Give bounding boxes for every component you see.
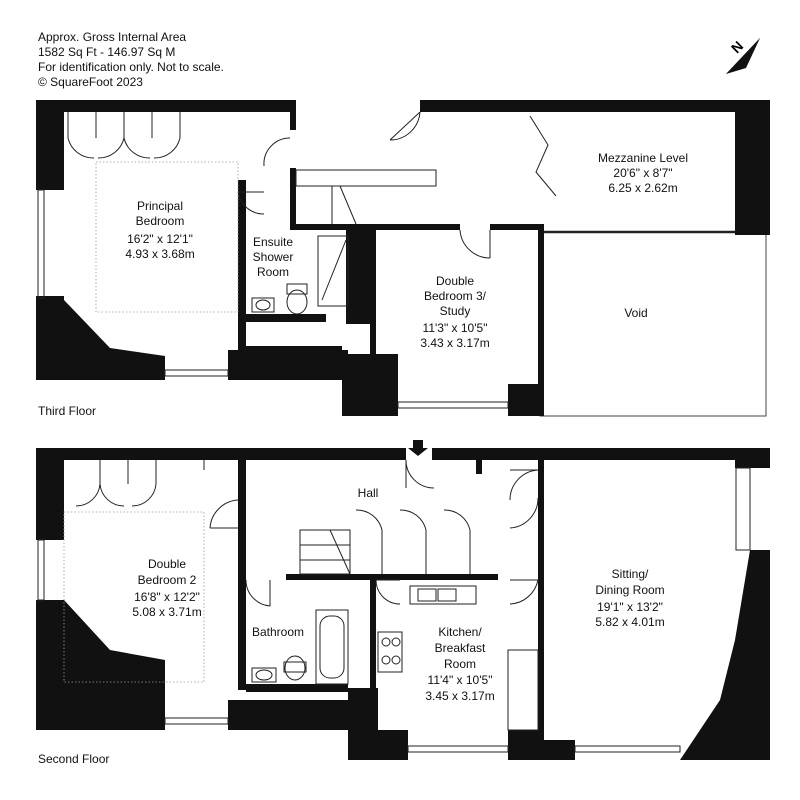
ensuite-label-1: Ensuite	[253, 235, 293, 249]
svg-text:Bedroom: Bedroom	[136, 214, 185, 228]
gross-area-value: 1582 Sq Ft - 146.97 Sq M	[38, 45, 176, 59]
second-floor: Hall Double Bedroom 2 16'8" x 12'2" 5.08…	[36, 440, 770, 766]
principal-bedroom-label-2: Bedroom	[136, 214, 185, 228]
svg-text:Bedroom 2: Bedroom 2	[138, 573, 197, 587]
ensuite-label-3: Room	[257, 265, 289, 279]
svg-text:16'2" x 12'1": 16'2" x 12'1"	[127, 232, 193, 246]
principal-bedroom-imperial: 16'2" x 12'1"	[127, 232, 193, 246]
header-block: Approx. Gross Internal Area 1582 Sq Ft -…	[38, 30, 224, 90]
svg-text:Hall: Hall	[358, 486, 379, 500]
kitchen-metric: 3.45 x 3.17m	[425, 689, 494, 703]
bathroom-label: Bathroom	[252, 625, 304, 639]
bedroom2-imperial: 16'8" x 12'2"	[134, 590, 200, 604]
svg-text:Study: Study	[440, 304, 471, 318]
entrance-arrow-icon	[408, 440, 428, 456]
sitting-label-1: Sitting/	[612, 567, 649, 581]
copyright-text: © SquareFoot 2023	[38, 75, 143, 89]
mezzanine-imperial: 20'6" x 8'7"	[613, 166, 672, 180]
svg-text:Kitchen/: Kitchen/	[438, 625, 482, 639]
bedroom3-imperial: 11'3" x 10'5"	[423, 321, 488, 335]
mezzanine-metric: 6.25 x 2.62m	[608, 181, 677, 195]
disclaimer-text: For identification only. Not to scale.	[38, 60, 224, 74]
void-label: Void	[624, 306, 647, 320]
svg-text:Room: Room	[257, 265, 289, 279]
svg-text:11'3" x 10'5": 11'3" x 10'5"	[423, 321, 488, 335]
gross-area-label: Approx. Gross Internal Area	[38, 30, 187, 44]
second-floor-label: Second Floor	[38, 752, 109, 766]
svg-text:6.25 x 2.62m: 6.25 x 2.62m	[608, 181, 677, 195]
svg-text:Breakfast: Breakfast	[435, 641, 486, 655]
svg-text:Double: Double	[436, 274, 474, 288]
svg-text:16'8" x 12'2": 16'8" x 12'2"	[134, 590, 200, 604]
north-arrow-icon: N	[726, 38, 760, 74]
svg-text:Sitting/: Sitting/	[612, 567, 649, 581]
svg-text:11'4" x 10'5": 11'4" x 10'5"	[428, 673, 493, 687]
principal-bedroom-label: Principal	[137, 199, 183, 213]
svg-text:5.08 x 3.71m: 5.08 x 3.71m	[132, 605, 201, 619]
svg-text:Shower: Shower	[253, 250, 294, 264]
svg-text:Bedroom 3/: Bedroom 3/	[424, 289, 487, 303]
sitting-metric: 5.82 x 4.01m	[595, 615, 664, 629]
svg-text:Ensuite: Ensuite	[253, 235, 293, 249]
mezzanine-label: Mezzanine Level	[598, 151, 688, 165]
kitchen-imperial: 11'4" x 10'5"	[428, 673, 493, 687]
kitchen-label-1: Kitchen/	[438, 625, 482, 639]
bedroom3-label-1: Double	[436, 274, 474, 288]
svg-text:5.82 x 4.01m: 5.82 x 4.01m	[595, 615, 664, 629]
ensuite-label-2: Shower	[253, 250, 294, 264]
bedroom2-metric: 5.08 x 3.71m	[132, 605, 201, 619]
svg-text:20'6" x 8'7": 20'6" x 8'7"	[613, 166, 672, 180]
svg-text:Mezzanine Level: Mezzanine Level	[598, 151, 688, 165]
svg-text:3.43 x 3.17m: 3.43 x 3.17m	[420, 336, 489, 350]
principal-bedroom-metric: 4.93 x 3.68m	[125, 247, 194, 261]
kitchen-label-2: Breakfast	[435, 641, 486, 655]
bedroom2-label-2: Bedroom 2	[138, 573, 197, 587]
svg-text:3.45 x 3.17m: 3.45 x 3.17m	[425, 689, 494, 703]
void-area	[539, 231, 767, 417]
kitchen-label-3: Room	[444, 657, 476, 671]
bedroom3-metric: 3.43 x 3.17m	[420, 336, 489, 350]
svg-text:19'1" x 13'2": 19'1" x 13'2"	[597, 600, 663, 614]
compass-letter: N	[728, 38, 746, 56]
bedroom3-label-2: Bedroom 3/	[424, 289, 487, 303]
svg-text:Void: Void	[624, 306, 647, 320]
third-floor: Principal Bedroom 16'2" x 12'1" 4.93 x 3…	[36, 100, 770, 418]
svg-text:Double: Double	[148, 557, 186, 571]
sitting-imperial: 19'1" x 13'2"	[597, 600, 663, 614]
svg-text:4.93 x 3.68m: 4.93 x 3.68m	[125, 247, 194, 261]
svg-text:Dining Room: Dining Room	[595, 583, 664, 597]
bedroom2-label-1: Double	[148, 557, 186, 571]
hall-label: Hall	[358, 486, 379, 500]
bedroom3-label-3: Study	[440, 304, 471, 318]
svg-text:Bathroom: Bathroom	[252, 625, 304, 639]
third-floor-label: Third Floor	[38, 404, 96, 418]
sitting-label-2: Dining Room	[595, 583, 664, 597]
svg-text:Room: Room	[444, 657, 476, 671]
